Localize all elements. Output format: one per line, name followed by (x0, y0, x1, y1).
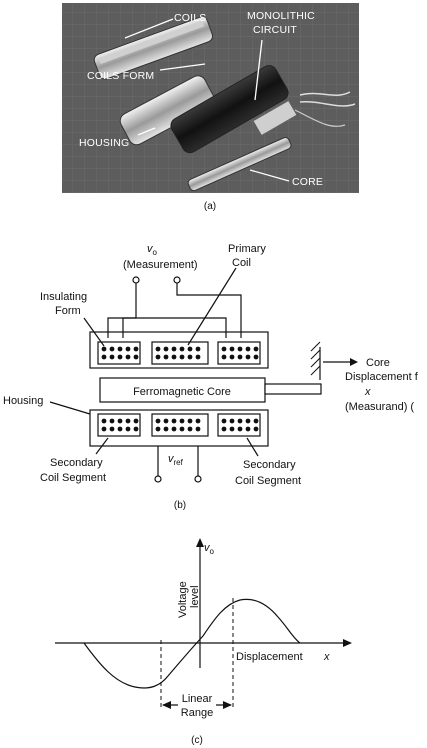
linear-range-arrow-left (162, 701, 171, 709)
wire-series (122, 317, 227, 338)
vref-terminal-left (154, 475, 162, 483)
graph-panel: Linear Range vo Voltage level Displaceme… (55, 538, 352, 719)
sensor-body (170, 65, 289, 154)
voltage-level-line2: level (189, 585, 201, 608)
monolithic-label-line2: CIRCUIT (253, 24, 297, 36)
core-displacement-line2: Displacement f (345, 371, 419, 383)
top-right-coil (217, 341, 261, 365)
core-rod (187, 137, 292, 192)
linear-range-label-line2: Range (181, 707, 213, 719)
bottom-housing (89, 409, 269, 447)
linear-range-label-line1: Linear (182, 693, 213, 705)
housing-arrow (137, 127, 156, 136)
core-label: Ferromagnetic Core (133, 386, 231, 398)
voltage-level-line1: Voltage (177, 581, 189, 618)
vo-terminal-left (132, 276, 140, 284)
coils-arrow (124, 18, 174, 39)
vref-terminal-right (194, 475, 202, 483)
insulating-arrow (83, 317, 105, 347)
wire (299, 101, 356, 107)
ground-hatch (310, 341, 321, 376)
wire-vo-right (176, 283, 242, 338)
displacement-arrowhead (350, 358, 358, 366)
primary-label-line2: Coil (232, 257, 251, 269)
housing-label: Housing (3, 395, 43, 407)
vo-terminal-right (173, 276, 181, 284)
x-axis-label: Displacement (236, 651, 303, 663)
wire (294, 109, 346, 127)
secondary-left-line1: Secondary (50, 457, 103, 469)
secondary-right-line2: Coil Segment (235, 475, 301, 487)
circuit-arrow (254, 39, 263, 101)
secondary-left-arrow (95, 437, 109, 455)
linear-range-arrow-right (223, 701, 232, 709)
core-displacement-line1: Core (366, 357, 390, 369)
secondary-left-line2: Coil Segment (40, 472, 106, 484)
ferromagnetic-core (99, 377, 266, 403)
secondary-right-arrow (246, 437, 259, 457)
housing-arrow (49, 401, 91, 415)
top-primary-coil (151, 341, 209, 365)
bottom-left-coil (97, 413, 141, 437)
coil-windings-top (101, 346, 259, 360)
coil-windings-bottom (101, 418, 259, 432)
y-axis-label: vo (204, 542, 215, 556)
core-rod-extension (264, 383, 322, 395)
vo-label: vo (147, 243, 158, 257)
primary-arrow (187, 267, 237, 346)
insulating-label-line1: Insulating (40, 291, 87, 303)
schematic-panel: vo (Measurement) Primary Coil Insulating… (3, 243, 419, 487)
output-curve (83, 598, 301, 689)
monolithic-label-line1: MONOLITHIC (247, 10, 315, 22)
insulating-label-line2: Form (55, 305, 81, 317)
bottom-middle-coil (151, 413, 209, 437)
bottom-right-coil (217, 413, 261, 437)
circuit-board (253, 101, 297, 135)
secondary-right-line1: Secondary (243, 459, 296, 471)
measurement-label: (Measurement) (123, 259, 198, 271)
core-displacement-var: x (364, 386, 371, 398)
core-arrow (249, 169, 290, 182)
core-displacement-line4: (Measurand) ( (345, 401, 414, 413)
photo-panel: COILS MONOLITHIC CIRCUIT COILS FORM HOUS… (62, 3, 359, 193)
housing-label: HOUSING (79, 137, 129, 149)
linear-range-label-bg (178, 692, 216, 718)
caption-a: (a) (204, 201, 216, 212)
y-axis-arrowhead (196, 538, 204, 547)
coils-label: COILS (174, 12, 207, 24)
vref-label: vref (168, 453, 184, 467)
coils-form-label: COILS FORM (87, 70, 154, 82)
wire (299, 91, 351, 96)
x-axis-arrowhead (343, 639, 352, 647)
caption-c: (c) (191, 735, 203, 746)
top-left-coil (97, 341, 141, 365)
top-housing (89, 331, 269, 369)
coils-form-tube (93, 16, 214, 80)
x-axis-var: x (323, 651, 330, 663)
caption-b: (b) (174, 500, 186, 511)
coils-form-arrow (159, 63, 206, 71)
core-label: CORE (292, 176, 323, 188)
primary-label-line1: Primary (228, 243, 266, 255)
wire-vo-left (107, 283, 137, 338)
